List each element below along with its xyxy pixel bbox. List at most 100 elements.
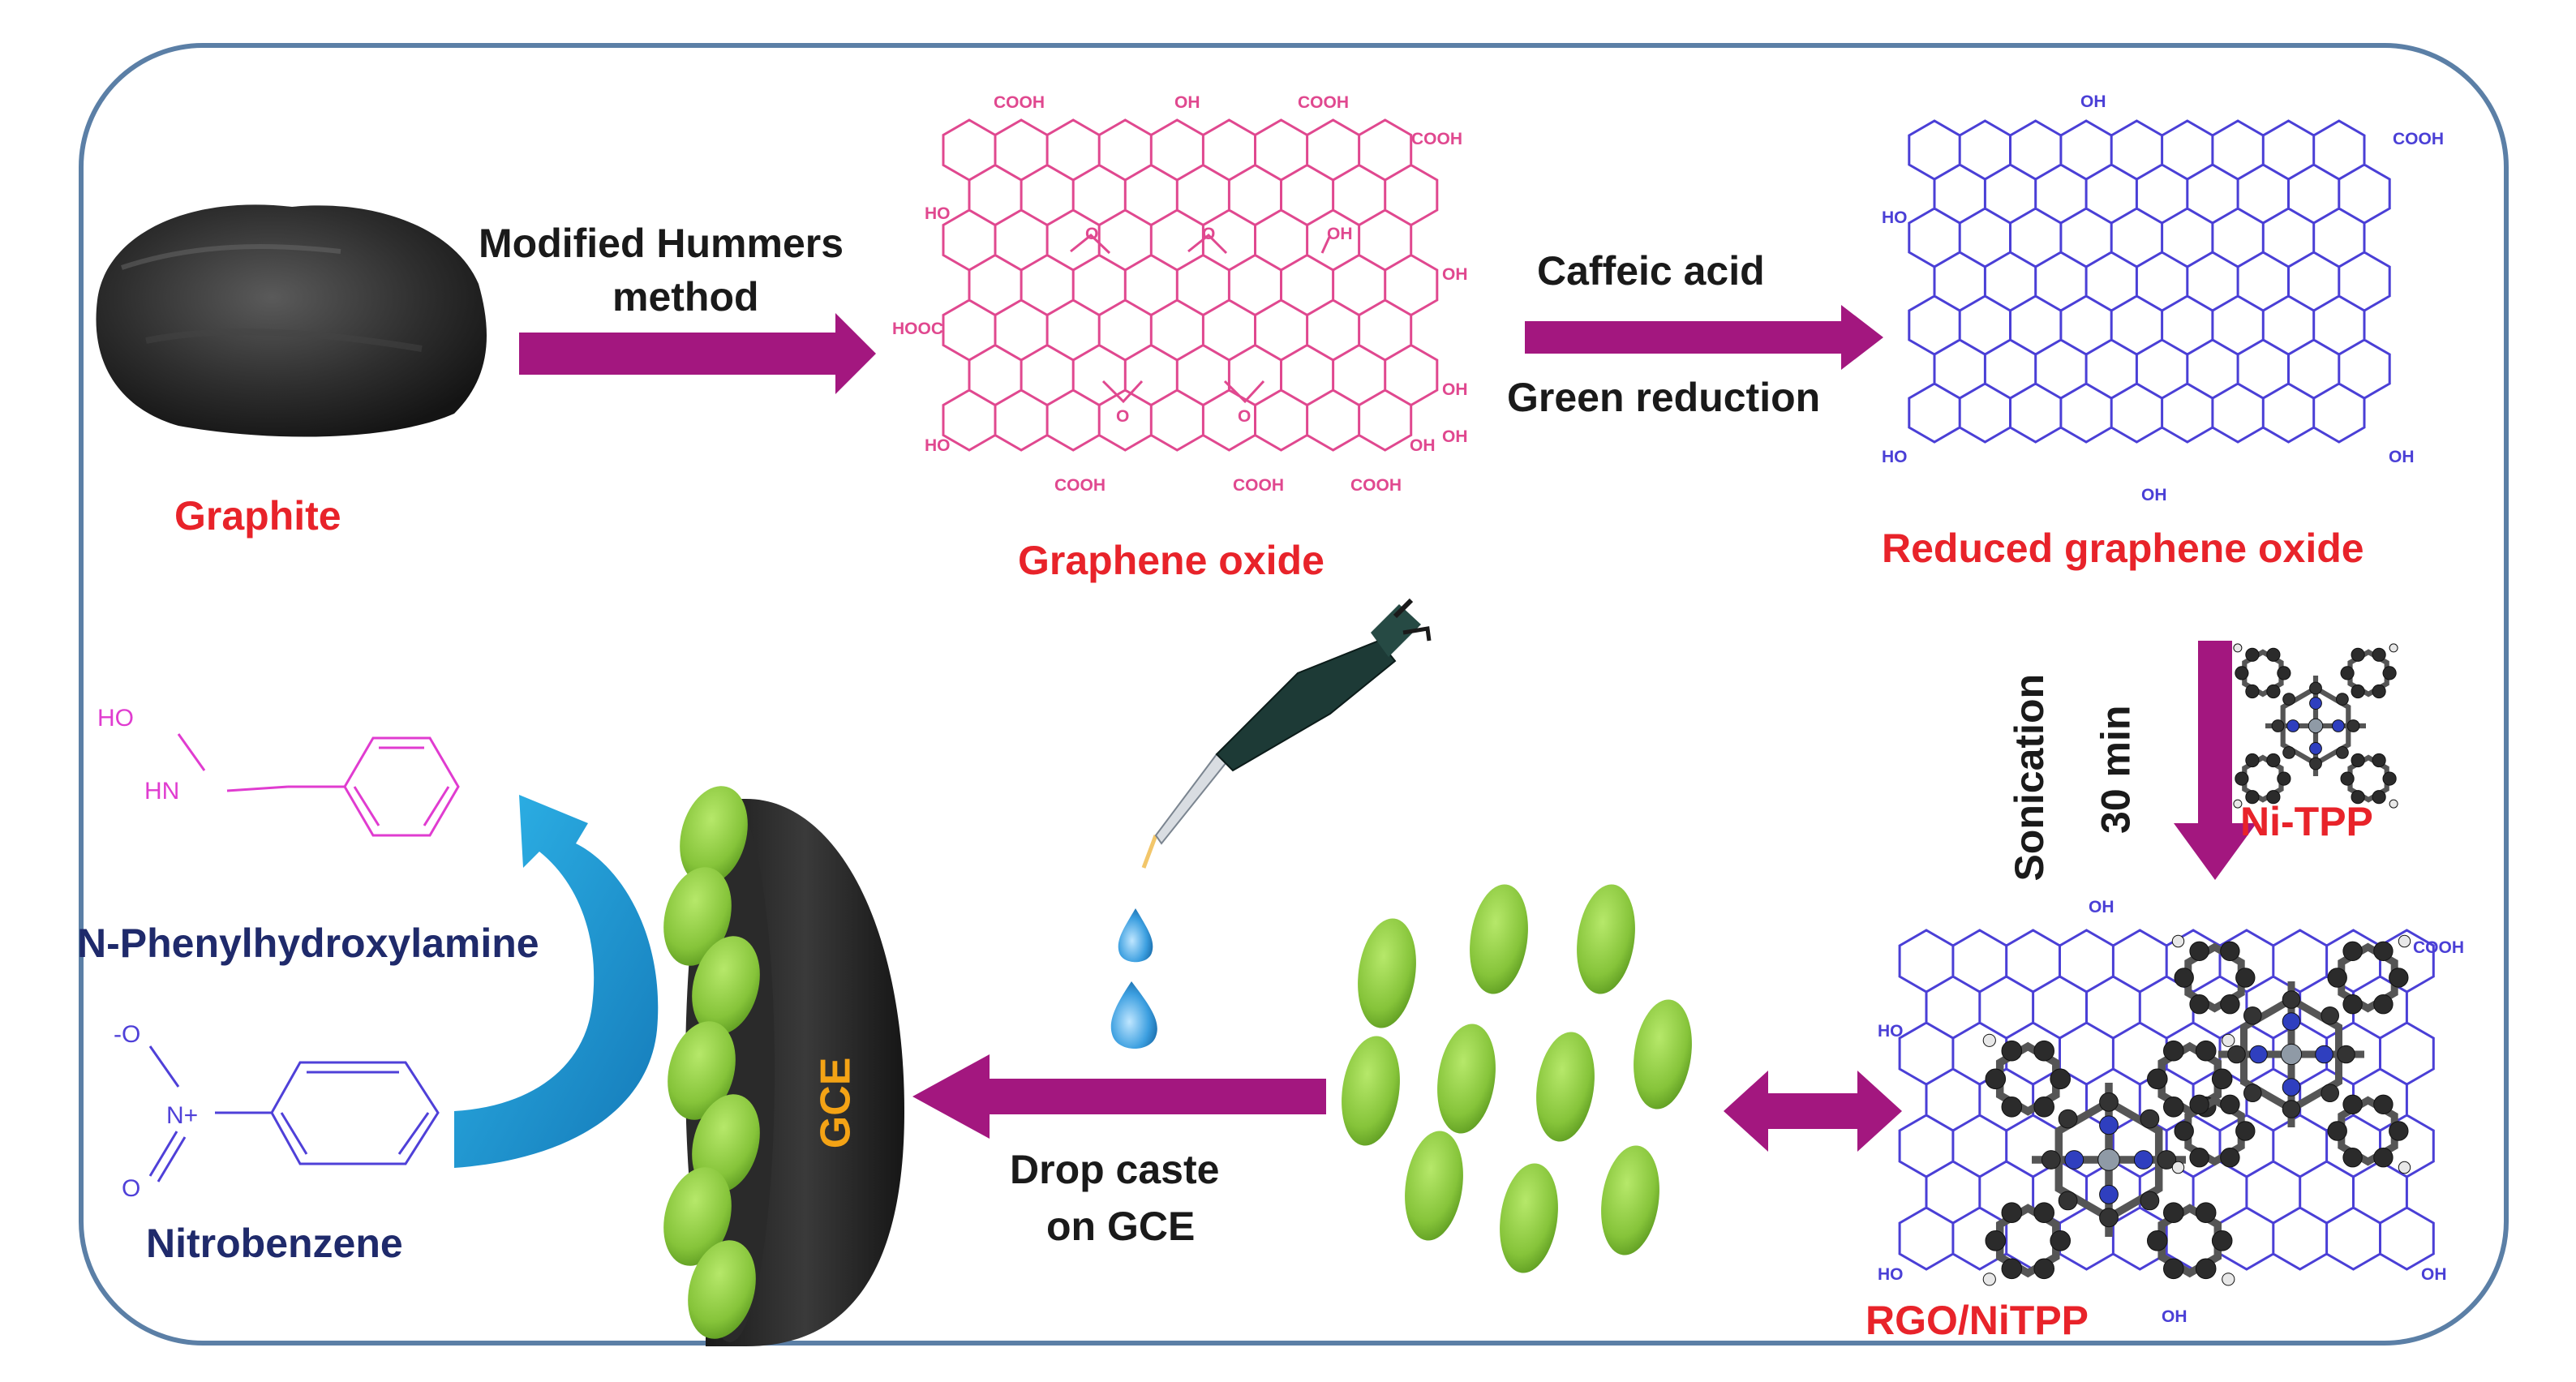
go-group-label: OH [1442, 380, 1468, 399]
n-phenylhydroxylamine-structure [177, 733, 460, 837]
atom [2398, 934, 2411, 948]
ni-tpp-molecule [2233, 643, 2398, 809]
atom [2099, 1208, 2119, 1228]
reduced-graphene-oxide-sheet [1908, 119, 2391, 444]
atom [2195, 1258, 2217, 1280]
go-group-label: O [1202, 225, 1215, 243]
atom [2245, 753, 2260, 768]
graphene-oxide-sheet [942, 118, 1439, 452]
go-group-label: COOH [1411, 130, 1462, 148]
atom [2280, 1043, 2303, 1066]
atom [2140, 1191, 2160, 1211]
graphene-oxide-epoxide-groups [1070, 233, 1332, 404]
atom [2271, 719, 2285, 732]
phenylhydroxylamine-hn: HN [144, 778, 179, 805]
rgo-group-label: COOH [2393, 130, 2444, 148]
atom [2001, 1040, 2023, 1062]
atom [2001, 1258, 2023, 1280]
atom [2373, 994, 2394, 1015]
atom [1982, 1273, 1996, 1286]
atom [2147, 1068, 2168, 1090]
atom [2346, 719, 2360, 732]
atom [2189, 941, 2209, 962]
atom [2245, 647, 2260, 662]
atom [1982, 1033, 1996, 1047]
atom [2309, 757, 2322, 770]
atom [2309, 742, 2322, 755]
atom [2398, 1161, 2411, 1174]
coating-droplet [663, 867, 732, 966]
atom [2001, 1202, 2023, 1223]
go-sheet-hexagons [942, 118, 1439, 452]
atom [2389, 643, 2398, 653]
atom [2266, 647, 2281, 662]
go-group-label: OH [1442, 265, 1468, 284]
atom [1985, 1230, 2007, 1251]
atom [2309, 681, 2322, 695]
micropipette-image [1141, 598, 1432, 869]
atom [2041, 1150, 2061, 1170]
ink-droplet [1470, 884, 1528, 994]
rgo-group-label: HO [1882, 448, 1908, 466]
atom [2195, 1040, 2217, 1062]
atom [2163, 1258, 2184, 1280]
coating-droplet [663, 1167, 732, 1266]
atom [2309, 697, 2322, 710]
atom [2351, 647, 2365, 662]
atom [2163, 1040, 2184, 1062]
atom [2233, 643, 2243, 653]
atom [2389, 1121, 2409, 1141]
atom [2382, 666, 2397, 680]
comp-group-label: OH [2089, 898, 2114, 916]
atom [2389, 799, 2398, 809]
arrow-rgo-to-rgonitpp [2174, 641, 2256, 880]
atom [2163, 1202, 2184, 1223]
phenylhydroxylamine-ho: HO [97, 705, 134, 732]
atom [2373, 941, 2394, 962]
atom [2222, 1033, 2235, 1047]
porphyrin-unit [2233, 643, 2398, 809]
atom [2064, 1150, 2084, 1170]
go-group-label: HO [925, 436, 951, 455]
go-group-label: COOH [1350, 476, 1402, 495]
atom [2227, 1045, 2246, 1064]
ink-droplet [1601, 1145, 1659, 1255]
go-group-label: O [1238, 407, 1251, 426]
atom [2097, 1148, 2120, 1171]
atom [2235, 1121, 2256, 1141]
atom [2351, 684, 2365, 699]
atom [2282, 1100, 2301, 1118]
atom [2211, 1230, 2233, 1251]
atom [2245, 790, 2260, 805]
porphyrin-unit [2171, 934, 2411, 1174]
go-group-label: COOH [1233, 476, 1284, 495]
atom [2337, 1045, 2355, 1064]
rgo-group-label: OH [2141, 486, 2167, 504]
go-group-label: HOOC [892, 320, 943, 338]
atom [2308, 718, 2324, 734]
comp-group-label: OH [2421, 1265, 2447, 1284]
curved-arrow-reduction [454, 795, 659, 1168]
atom [2327, 1121, 2347, 1141]
atom [2243, 1084, 2262, 1102]
atom [2171, 1161, 2185, 1174]
atom [2372, 790, 2386, 805]
atom [2266, 790, 2281, 805]
atom [2050, 1230, 2071, 1251]
go-group-label: OH [1410, 436, 1436, 455]
atom [2033, 1258, 2054, 1280]
atom [2220, 941, 2240, 962]
atom [2282, 1078, 2301, 1097]
nitrobenzene-n-plus: N+ [166, 1102, 198, 1129]
atom [2001, 1097, 2023, 1118]
atom [2163, 1097, 2184, 1118]
ink-droplet [1500, 1163, 1558, 1273]
atom [2249, 1045, 2268, 1064]
atom [2373, 1148, 2394, 1168]
rgo-sheet-hexagons [1908, 119, 2391, 444]
atom [2373, 1094, 2394, 1115]
atom [1985, 1068, 2007, 1090]
comp-group-label: HO [1878, 1022, 1904, 1041]
go-group-label: COOH [994, 93, 1045, 112]
atom [2382, 771, 2397, 786]
